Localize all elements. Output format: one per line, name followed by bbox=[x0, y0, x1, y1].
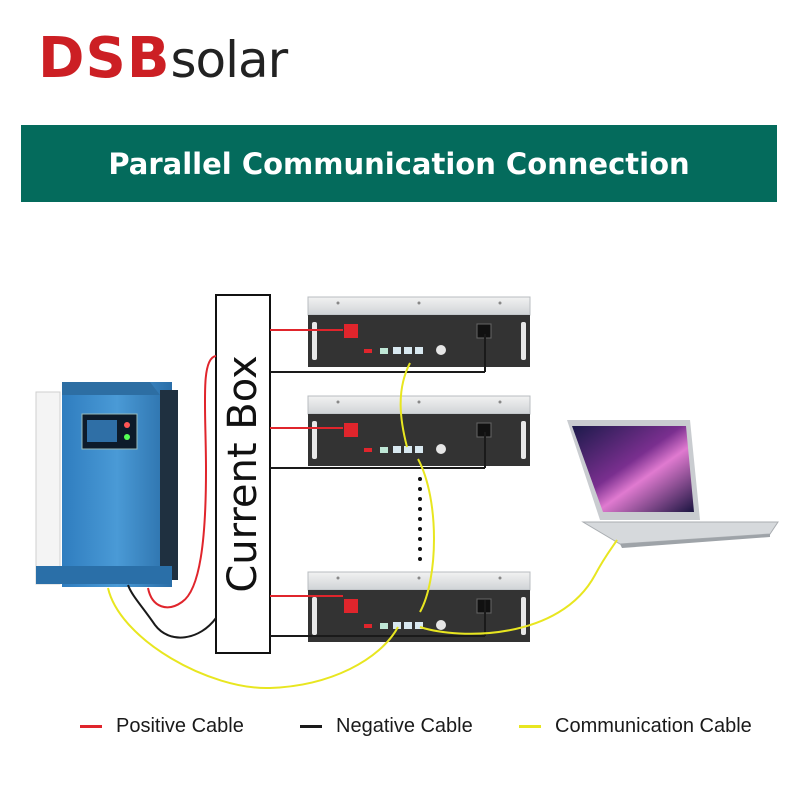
brand-logo: DSB solar bbox=[38, 26, 289, 96]
battery-module-icon bbox=[307, 296, 531, 368]
legend-positive: Positive Cable bbox=[80, 712, 244, 740]
communication-cables bbox=[107, 362, 618, 690]
ellipsis-dots-icon bbox=[418, 477, 422, 561]
communication-swatch bbox=[519, 724, 541, 728]
page-title: Parallel Communication Connection bbox=[108, 146, 690, 181]
legend-communication: Communication Cable bbox=[519, 712, 752, 740]
current-box bbox=[215, 294, 271, 654]
legend-label-negative: Negative Cable bbox=[336, 714, 473, 737]
legend-label-communication: Communication Cable bbox=[555, 714, 752, 737]
title-banner: Parallel Communication Connection bbox=[21, 125, 777, 202]
battery-module-icon bbox=[307, 395, 531, 467]
negative-swatch bbox=[300, 724, 322, 728]
positive-cables bbox=[147, 329, 343, 609]
laptop-icon bbox=[567, 420, 779, 548]
positive-swatch bbox=[80, 724, 102, 728]
logo-dsb-text: DSB bbox=[38, 26, 171, 91]
negative-cables bbox=[127, 334, 486, 639]
legend-negative: Negative Cable bbox=[300, 712, 473, 740]
logo-solar-text: solar bbox=[170, 31, 289, 89]
inverter-icon bbox=[35, 382, 178, 587]
current-box-label: Current Box bbox=[220, 355, 266, 592]
legend-label-positive: Positive Cable bbox=[116, 714, 244, 737]
